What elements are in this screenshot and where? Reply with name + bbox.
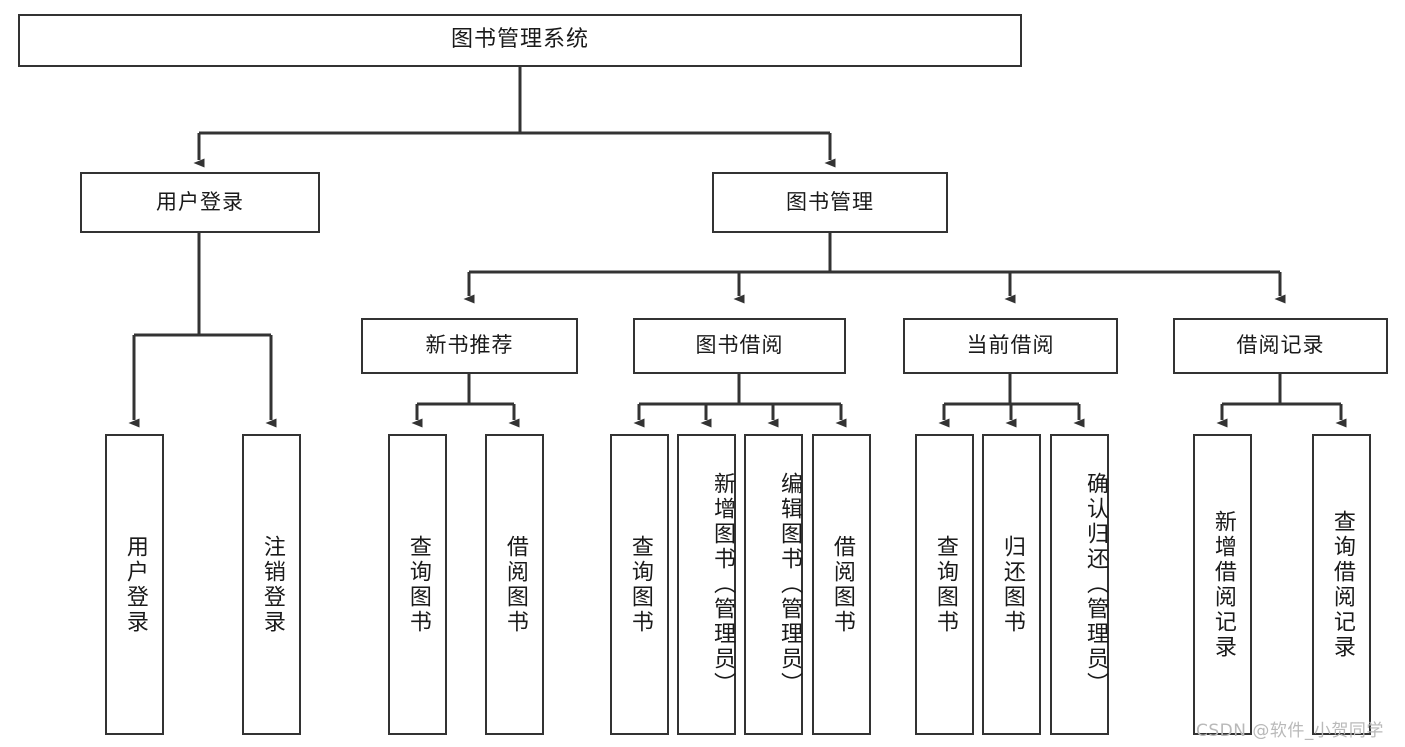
node-leaf-borrow-book-2[interactable]: 借阅图书 <box>812 434 871 735</box>
node-borrow-record[interactable]: 借阅记录 <box>1173 318 1388 374</box>
node-root-book-management-system[interactable]: 图书管理系统 <box>18 14 1022 67</box>
node-leaf-query-book-2[interactable]: 查询图书 <box>610 434 669 735</box>
node-book-manage[interactable]: 图书管理 <box>712 172 948 233</box>
node-current-borrow[interactable]: 当前借阅 <box>903 318 1118 374</box>
csdn-watermark: CSDN @软件_小贺同学 <box>1196 721 1384 741</box>
node-leaf-query-borrow-record[interactable]: 查询借阅记录 <box>1312 434 1371 735</box>
node-user-login[interactable]: 用户登录 <box>80 172 320 233</box>
node-leaf-borrow-book-1[interactable]: 借阅图书 <box>485 434 544 735</box>
node-leaf-add-borrow-record[interactable]: 新增借阅记录 <box>1193 434 1252 735</box>
node-leaf-query-book-3[interactable]: 查询图书 <box>915 434 974 735</box>
node-leaf-add-book-admin[interactable]: 新增图书（管理员） <box>677 434 736 735</box>
node-book-borrow[interactable]: 图书借阅 <box>633 318 846 374</box>
node-leaf-return-book[interactable]: 归还图书 <box>982 434 1041 735</box>
node-leaf-edit-book-admin[interactable]: 编辑图书（管理员） <box>744 434 803 735</box>
node-leaf-query-book-1[interactable]: 查询图书 <box>388 434 447 735</box>
node-leaf-confirm-return-admin[interactable]: 确认归还（管理员） <box>1050 434 1109 735</box>
node-new-book-recommendation[interactable]: 新书推荐 <box>361 318 578 374</box>
node-leaf-user-logout[interactable]: 注销登录 <box>242 434 301 735</box>
node-leaf-user-login[interactable]: 用户登录 <box>105 434 164 735</box>
